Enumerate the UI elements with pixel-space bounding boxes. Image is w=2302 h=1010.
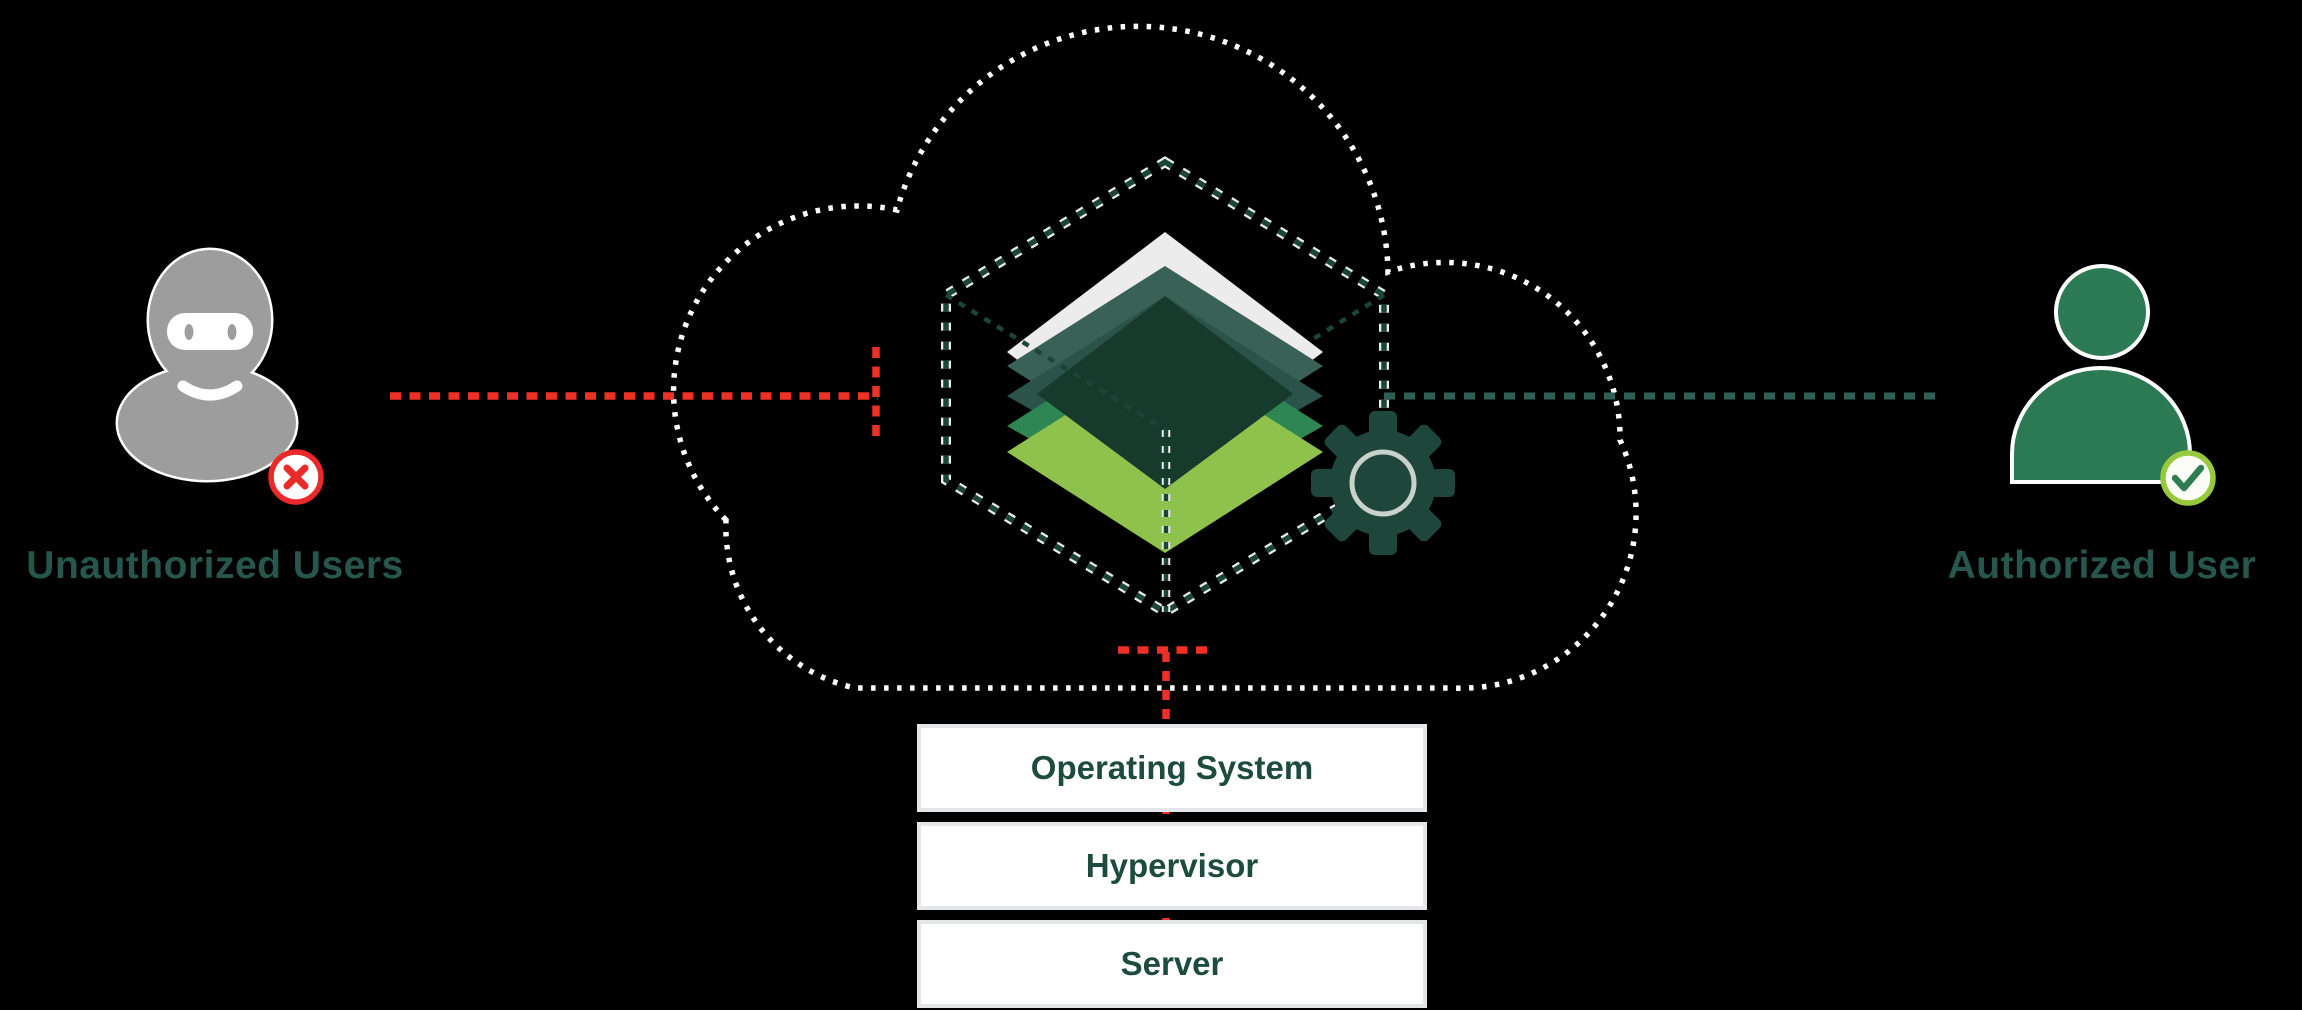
- ninja-body-fill: [118, 366, 296, 480]
- ninja-user-icon: [115, 247, 324, 505]
- person-head: [2054, 264, 2150, 360]
- check-badge-circle: [2160, 450, 2216, 506]
- gear-icon: [1311, 411, 1455, 555]
- stack-box-server: Server: [917, 920, 1427, 1008]
- check-badge-icon: [2160, 450, 2216, 506]
- hexagon-inner-edge-left: [944, 293, 1168, 432]
- blocked-x-badge-icon: [268, 449, 324, 505]
- stack-box-operating-system: Operating System: [917, 724, 1427, 812]
- unauthorized-users-label: Unauthorized Users: [26, 544, 404, 587]
- layer-stack-icon: [1007, 232, 1323, 553]
- layer-3-dark: [1037, 296, 1293, 489]
- cloud-outline-icon: [670, 23, 1639, 691]
- unauthorized-connection: [390, 347, 880, 442]
- stack-box-label: Operating System: [1030, 749, 1314, 786]
- person-icon: [2010, 264, 2216, 506]
- stack-box-hypervisor: Hypervisor: [917, 822, 1427, 910]
- ninja-eye-left: [184, 324, 194, 340]
- ninja-smile: [177, 380, 243, 401]
- check-badge-mark: [2171, 464, 2205, 492]
- blocked-badge-x2: [283, 464, 309, 490]
- gear-body: [1330, 430, 1436, 536]
- gear-ring: [1349, 449, 1417, 517]
- stack-box-label: Hypervisor: [1085, 847, 1259, 884]
- ninja-mask: [167, 313, 253, 350]
- authorized-user-label: Authorized User: [1947, 544, 2257, 587]
- stack-box-label: Server: [1120, 945, 1224, 982]
- ninja-eye-right: [227, 324, 237, 340]
- hexagon-inner-edges: [944, 293, 1171, 612]
- person-body: [2010, 366, 2192, 484]
